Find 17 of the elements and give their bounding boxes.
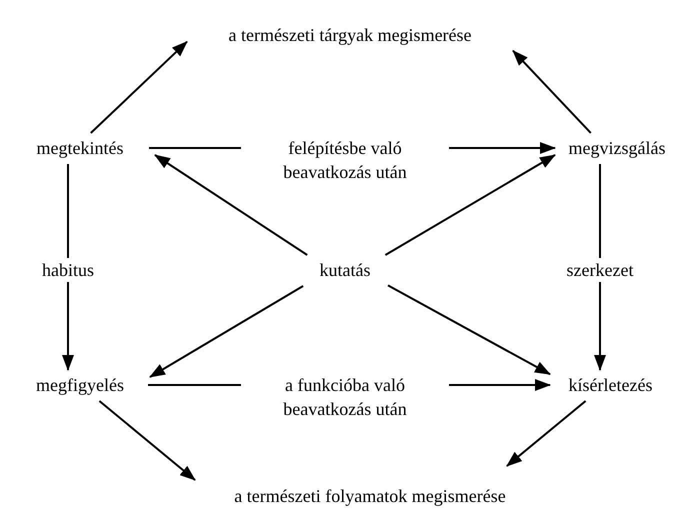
arrow bbox=[384, 154, 556, 256]
node-label: megfigyelés bbox=[36, 374, 124, 397]
node-label: a természeti tárgyak megismerése bbox=[228, 24, 472, 47]
node-label: a természeti folyamatok megismerése bbox=[234, 484, 506, 508]
arrow bbox=[90, 40, 188, 134]
arrow bbox=[594, 164, 606, 371]
node-label: kutatás bbox=[320, 259, 370, 282]
node-label: kísérletezés bbox=[568, 374, 652, 397]
arrow bbox=[149, 285, 304, 378]
node-label: megvizsgálás bbox=[568, 137, 666, 160]
arrow bbox=[62, 164, 74, 371]
arrow bbox=[506, 400, 586, 467]
arrow bbox=[154, 154, 308, 256]
arrow bbox=[98, 400, 196, 481]
arrow bbox=[388, 284, 551, 376]
arrow bbox=[512, 50, 592, 134]
node-label: megtekintés bbox=[36, 137, 124, 160]
